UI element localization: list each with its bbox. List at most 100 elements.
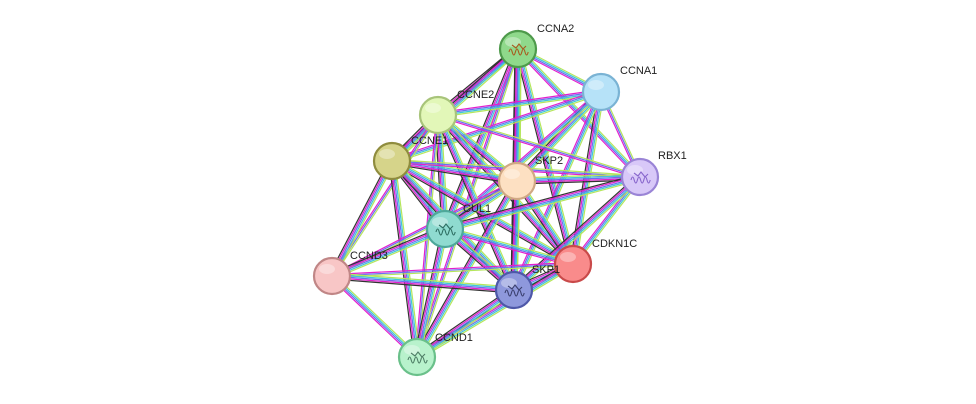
edge-line	[417, 265, 576, 361]
node-highlight	[505, 37, 521, 47]
edge-line	[331, 228, 446, 277]
edge-rbx1-skp1[interactable]	[511, 174, 643, 293]
node-ccna2[interactable]: CCNA2	[498, 23, 574, 69]
node-highlight	[425, 103, 441, 113]
edge-line	[331, 229, 447, 278]
node-label: CCNE1	[411, 135, 448, 147]
edge-line	[514, 49, 571, 266]
edge-line	[444, 226, 575, 263]
protein-structure-icon	[504, 284, 525, 297]
node-highlight	[319, 264, 335, 274]
edge-line	[331, 275, 515, 291]
edge-line	[391, 161, 518, 184]
edge-line	[391, 92, 602, 163]
edge-line	[390, 89, 601, 160]
edge-line	[332, 231, 447, 280]
edge-line	[332, 273, 420, 356]
edge-cul1-cdkn1c[interactable]	[443, 226, 575, 267]
edge-line	[436, 115, 641, 180]
edge-line	[331, 276, 515, 293]
edge-line	[331, 160, 393, 277]
node-highlight	[588, 80, 604, 90]
node-ccne1[interactable]: CCNE1	[372, 135, 448, 181]
edge-line	[417, 228, 448, 358]
node-circle	[581, 72, 621, 112]
edge-line	[389, 163, 573, 268]
edge-line	[331, 272, 515, 288]
edge-line	[516, 176, 641, 182]
edge-line	[331, 278, 515, 294]
node-ccne2[interactable]: CCNE2	[418, 89, 494, 135]
edge-line	[392, 159, 575, 264]
node-cdkn1c[interactable]: CDKN1C	[553, 238, 637, 284]
edge-line	[390, 163, 518, 185]
node-label: CCNA2	[537, 23, 574, 35]
edge-line	[334, 161, 396, 278]
edge-line	[415, 288, 514, 357]
edge-line	[437, 112, 642, 177]
edge-skp1-ccnd1[interactable]	[414, 286, 517, 361]
edge-line	[392, 157, 576, 262]
node-highlight	[504, 169, 520, 179]
edge-line	[437, 114, 641, 178]
node-circle	[418, 95, 458, 135]
edge-ccna2-cdkn1c[interactable]	[514, 47, 577, 266]
edge-ccna1-ccne1[interactable]	[390, 89, 603, 164]
node-rbx1[interactable]: RBX1	[620, 150, 687, 197]
edge-line	[332, 161, 394, 278]
edge-line	[330, 159, 392, 276]
node-ccnd1[interactable]: CCND1	[397, 332, 473, 377]
edge-ccnd3-ccnd1[interactable]	[329, 273, 420, 360]
node-ccnd3[interactable]: CCND3	[312, 250, 388, 296]
node-label: CDKN1C	[592, 238, 637, 250]
node-label: CCND3	[350, 250, 388, 262]
edges-layer	[328, 46, 643, 361]
edge-ccna1-skp1[interactable]	[511, 90, 604, 292]
edge-line	[437, 89, 602, 114]
edge-line	[391, 160, 418, 358]
node-skp1[interactable]: SKP1	[494, 264, 560, 310]
edge-line	[437, 92, 602, 117]
edge-line	[330, 275, 418, 359]
edge-cul1-ccnd3[interactable]	[330, 225, 447, 280]
edge-ccne1-ccnd3[interactable]	[328, 159, 396, 278]
edge-ccne2-rbx1[interactable]	[436, 112, 642, 180]
edge-line	[444, 48, 519, 230]
edge-cul1-ccnd1[interactable]	[413, 227, 449, 359]
node-circle	[425, 209, 465, 249]
node-circle	[620, 157, 660, 197]
edge-line	[391, 90, 602, 161]
edge-ccnd3-skp1[interactable]	[331, 272, 515, 294]
edge-line	[328, 159, 390, 276]
protein-structure-icon	[508, 43, 529, 56]
edge-line	[331, 274, 419, 358]
edge-line	[414, 286, 513, 356]
node-highlight	[379, 149, 395, 159]
edge-line	[391, 160, 574, 265]
edge-line	[389, 160, 417, 358]
edge-ccne1-ccnd1[interactable]	[388, 160, 421, 358]
edge-line	[443, 230, 574, 267]
node-highlight	[627, 165, 643, 175]
edge-ccne1-cdkn1c[interactable]	[389, 157, 576, 268]
edge-line	[518, 48, 576, 265]
node-ccna1[interactable]: CCNA1	[581, 65, 657, 112]
edge-line	[332, 115, 440, 278]
node-circle	[497, 161, 537, 201]
node-cul1[interactable]: CUL1	[425, 203, 491, 249]
edge-rbx1-cul1[interactable]	[443, 173, 642, 233]
node-label: CCNA1	[620, 65, 657, 77]
node-highlight	[432, 217, 448, 227]
edge-line	[517, 92, 603, 183]
edge-line	[330, 227, 446, 276]
protein-structure-icon	[630, 171, 651, 184]
edge-line	[416, 48, 519, 358]
edge-line	[330, 225, 445, 274]
node-label: CUL1	[463, 203, 491, 215]
edge-line	[445, 179, 642, 233]
node-highlight	[501, 278, 517, 288]
edge-line	[418, 291, 517, 361]
edge-line	[516, 173, 641, 179]
node-label: RBX1	[658, 150, 687, 162]
node-skp2[interactable]: SKP2	[497, 155, 563, 201]
